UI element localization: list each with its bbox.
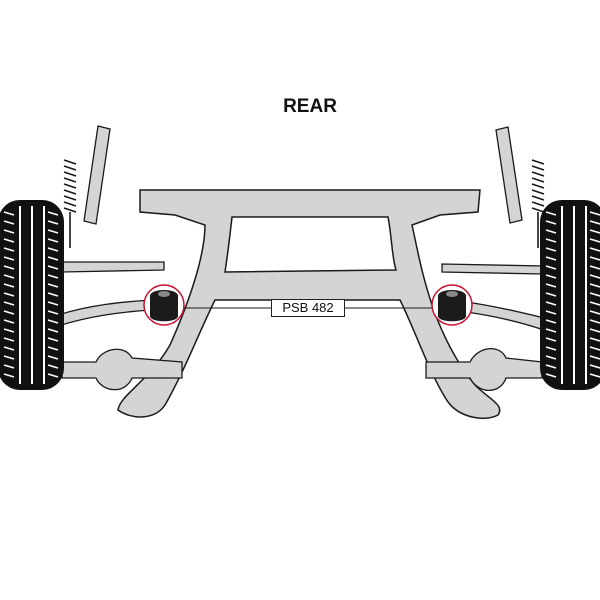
tread-mark	[47, 301, 59, 306]
tread-mark	[47, 355, 59, 360]
tread-mark	[47, 265, 59, 270]
tread-mark	[3, 274, 15, 279]
tread-mark	[47, 310, 59, 315]
tread-mark	[47, 238, 59, 243]
tread-mark	[47, 256, 59, 261]
right-bush-highlight	[431, 284, 473, 326]
tread-mark	[589, 256, 600, 261]
tread-mark	[589, 229, 600, 234]
tread-mark	[545, 238, 557, 243]
tread-mark	[3, 364, 15, 369]
tread-mark	[3, 373, 15, 378]
tread-mark	[3, 220, 15, 225]
tread-mark	[47, 364, 59, 369]
right-lower-arm	[465, 301, 545, 331]
tread-mark	[589, 238, 600, 243]
tread-mark	[545, 319, 557, 324]
tread-mark	[589, 319, 600, 324]
tread-mark	[589, 301, 600, 306]
tread-mark	[3, 292, 15, 297]
tread-mark	[47, 211, 59, 216]
tread-mark	[589, 355, 600, 360]
tread-mark	[545, 274, 557, 279]
tread-mark	[3, 265, 15, 270]
tread-mark	[47, 247, 59, 252]
tread-mark	[47, 292, 59, 297]
left-bush-highlight	[143, 284, 185, 326]
tread-mark	[545, 301, 557, 306]
tread-mark	[3, 319, 15, 324]
tread-mark	[47, 229, 59, 234]
tread-mark	[589, 265, 600, 270]
tread-mark	[589, 364, 600, 369]
tread-mark	[545, 310, 557, 315]
right-coil-spring	[531, 159, 545, 248]
tread-mark	[3, 238, 15, 243]
tread-mark	[589, 373, 600, 378]
tread-mark	[589, 211, 600, 216]
tread-mark	[545, 283, 557, 288]
tread-mark	[3, 256, 15, 261]
tread-mark	[47, 220, 59, 225]
tread-mark	[545, 211, 557, 216]
tread-mark	[3, 310, 15, 315]
right-hub-carrier	[425, 348, 543, 392]
tread-mark	[545, 355, 557, 360]
left-hub-carrier	[61, 348, 183, 391]
tread-mark	[3, 346, 15, 351]
tread-mark	[545, 265, 557, 270]
tread-mark	[545, 373, 557, 378]
right-upper-link	[441, 263, 545, 275]
tread-mark	[545, 220, 557, 225]
tread-mark	[47, 337, 59, 342]
tread-mark	[47, 319, 59, 324]
tread-mark	[545, 328, 557, 333]
diagram-title: REAR	[283, 96, 337, 117]
left-bush	[150, 290, 178, 322]
tread-mark	[47, 328, 59, 333]
tread-mark	[545, 292, 557, 297]
left-coil-spring	[63, 159, 77, 248]
tread-mark	[545, 337, 557, 342]
tread-mark	[589, 274, 600, 279]
tread-mark	[545, 256, 557, 261]
right-damper	[495, 126, 523, 224]
tread-mark	[545, 346, 557, 351]
tread-mark	[47, 274, 59, 279]
tread-mark	[589, 328, 600, 333]
tread-mark	[589, 346, 600, 351]
tread-mark	[3, 229, 15, 234]
left-lower-arm	[57, 299, 153, 327]
tread-mark	[589, 337, 600, 342]
tread-mark	[3, 301, 15, 306]
tread-mark	[589, 283, 600, 288]
tread-mark	[3, 247, 15, 252]
tread-mark	[589, 292, 600, 297]
part-number-label: PSB 482	[271, 299, 345, 317]
tread-mark	[47, 373, 59, 378]
tread-mark	[545, 229, 557, 234]
left-tyre	[0, 200, 64, 390]
tread-mark	[545, 364, 557, 369]
tread-mark	[3, 355, 15, 360]
right-tyre	[540, 200, 600, 390]
tread-mark	[47, 283, 59, 288]
left-upper-link	[61, 261, 165, 273]
tread-mark	[589, 220, 600, 225]
tread-mark	[3, 283, 15, 288]
tread-mark	[589, 247, 600, 252]
tread-mark	[3, 211, 15, 216]
right-bush	[438, 290, 466, 322]
tread-mark	[47, 346, 59, 351]
tread-mark	[589, 310, 600, 315]
tread-mark	[3, 328, 15, 333]
left-damper	[83, 125, 111, 225]
tread-mark	[3, 337, 15, 342]
tread-mark	[545, 247, 557, 252]
